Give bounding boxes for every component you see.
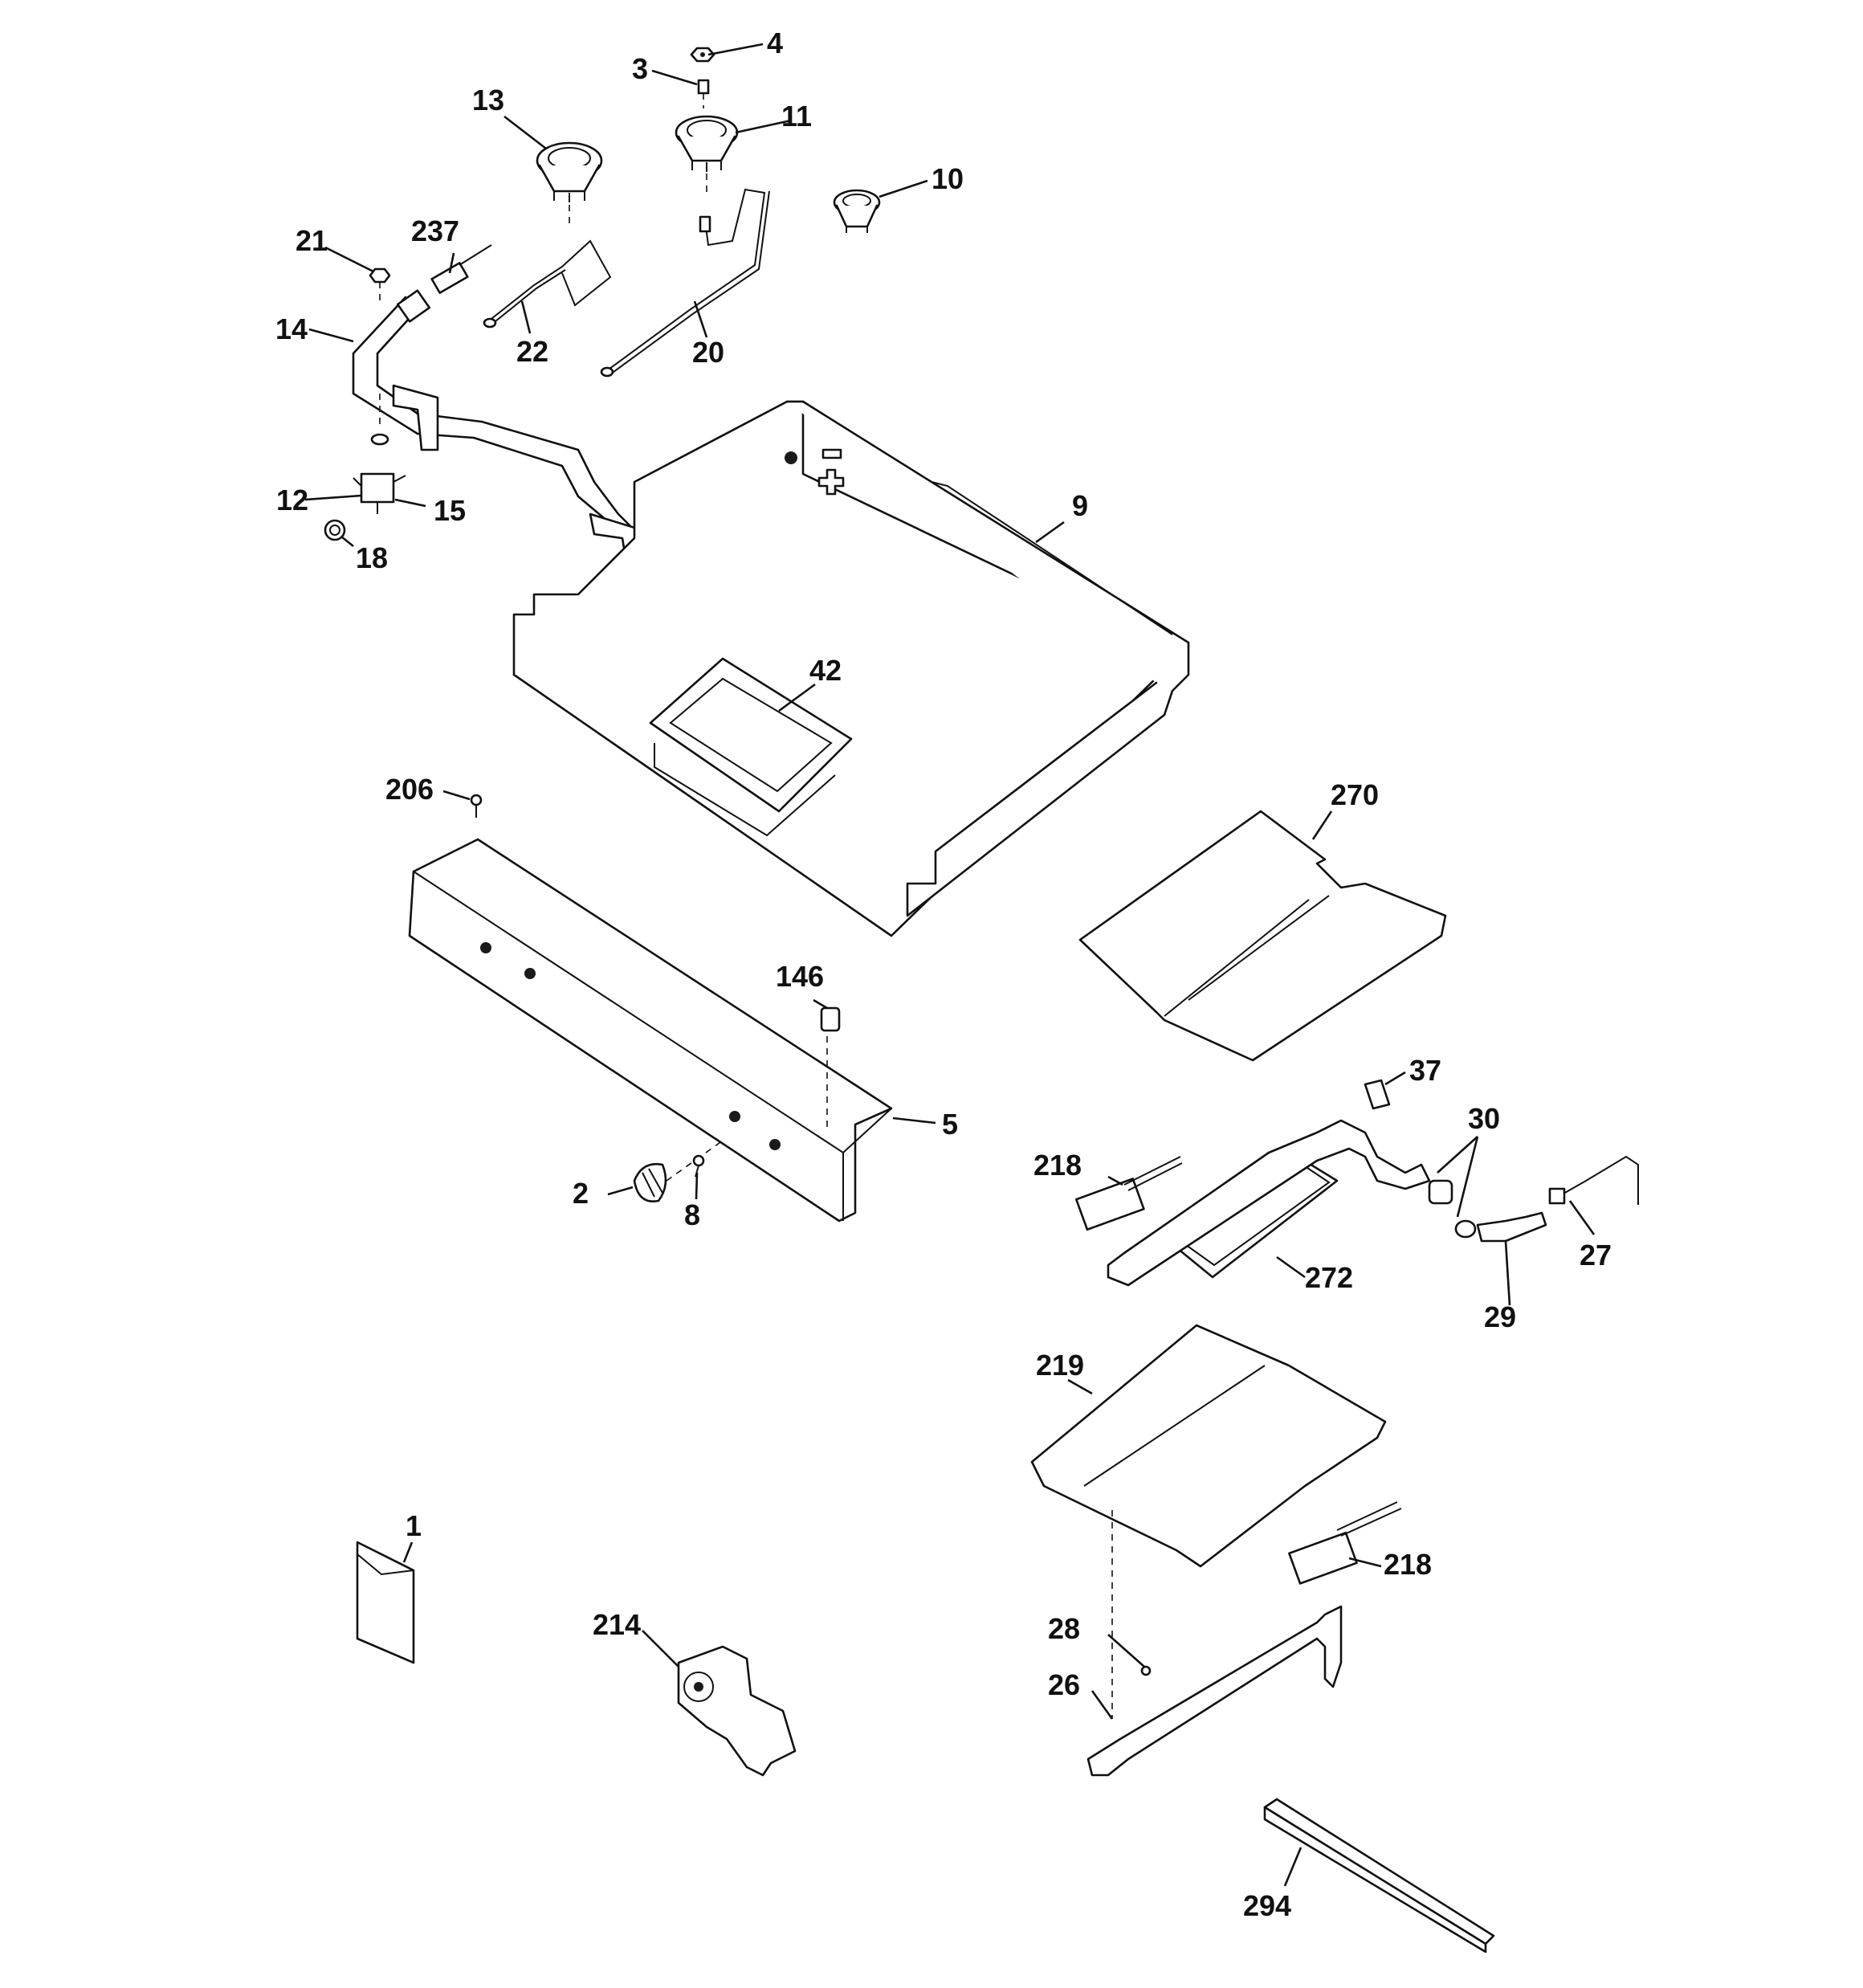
orifice-3 <box>697 79 710 108</box>
callout-14: 14 <box>275 312 308 345</box>
callout-219: 219 <box>1036 1349 1084 1382</box>
elbow-29 <box>1476 1211 1547 1243</box>
ignitor-218b <box>1288 1501 1402 1585</box>
callout-8: 8 <box>684 1198 700 1231</box>
burner-box-9 <box>512 400 1190 937</box>
callout-20: 20 <box>692 336 724 369</box>
screw-206 <box>470 794 483 818</box>
callout-270: 270 <box>1331 778 1379 811</box>
burner-box-42 <box>649 657 853 837</box>
burner-head-10 <box>833 189 881 233</box>
callout-21: 21 <box>296 224 328 257</box>
callout-30: 30 <box>1468 1102 1500 1135</box>
knob-2 <box>633 1140 724 1202</box>
callout-218a: 218 <box>1033 1149 1082 1182</box>
callout-4: 4 <box>767 27 783 59</box>
callout-218b: 218 <box>1384 1548 1432 1581</box>
callout-27: 27 <box>1580 1239 1612 1272</box>
burner-tube-26 <box>1086 1605 1343 1777</box>
nut-21 <box>369 267 391 301</box>
callout-37: 37 <box>1409 1054 1441 1087</box>
callout-28: 28 <box>1048 1612 1080 1645</box>
callout-10: 10 <box>932 162 964 195</box>
screw-8 <box>692 1154 705 1178</box>
burner-tube-22 <box>483 239 612 329</box>
callout-214: 214 <box>593 1608 641 1641</box>
callout-294: 294 <box>1243 1889 1291 1922</box>
valve-15 <box>353 394 406 514</box>
bracket-146 <box>820 1006 841 1129</box>
callout-237: 237 <box>411 214 459 247</box>
knob-18 <box>324 519 346 541</box>
callout-18: 18 <box>356 541 388 574</box>
callout-11: 11 <box>781 100 812 133</box>
shield-270 <box>1078 810 1447 1062</box>
literature-envelope-1 <box>356 1541 415 1664</box>
callout-42: 42 <box>809 654 842 687</box>
callout-12: 12 <box>276 484 308 516</box>
control-panel-5 <box>408 838 893 1223</box>
callout-146: 146 <box>776 960 824 993</box>
shield-219 <box>1030 1324 1387 1719</box>
ignitor-218a <box>1074 1156 1183 1231</box>
callout-13: 13 <box>472 84 504 116</box>
valve-214 <box>677 1645 797 1777</box>
bracket-37 <box>1364 1079 1391 1110</box>
callout-29: 29 <box>1484 1300 1516 1333</box>
fitting-237 <box>430 244 492 294</box>
leader-lines <box>304 43 1596 1887</box>
callout-9: 9 <box>1072 489 1088 522</box>
callout-labels: 4 3 13 11 10 21 237 14 22 20 12 15 18 9 … <box>275 27 1612 1922</box>
callout-2: 2 <box>573 1177 589 1210</box>
nut-4 <box>690 47 715 63</box>
callout-272: 272 <box>1305 1261 1353 1294</box>
fitting-27 <box>1548 1155 1639 1205</box>
burner-head-13 <box>536 141 603 227</box>
callout-1: 1 <box>406 1509 422 1542</box>
callout-15: 15 <box>434 494 466 527</box>
callout-22: 22 <box>516 335 548 368</box>
callout-3: 3 <box>632 52 648 85</box>
callout-5: 5 <box>942 1108 958 1141</box>
bracket-294 <box>1263 1798 1495 1953</box>
orifice-30 <box>1428 1179 1477 1239</box>
burner-tube-20 <box>600 188 770 378</box>
screw-28 <box>1140 1665 1152 1676</box>
burner-head-11 <box>675 115 739 193</box>
callout-206: 206 <box>385 773 434 806</box>
callout-26: 26 <box>1048 1668 1080 1701</box>
burner-tube-26-upper <box>1107 1119 1431 1287</box>
